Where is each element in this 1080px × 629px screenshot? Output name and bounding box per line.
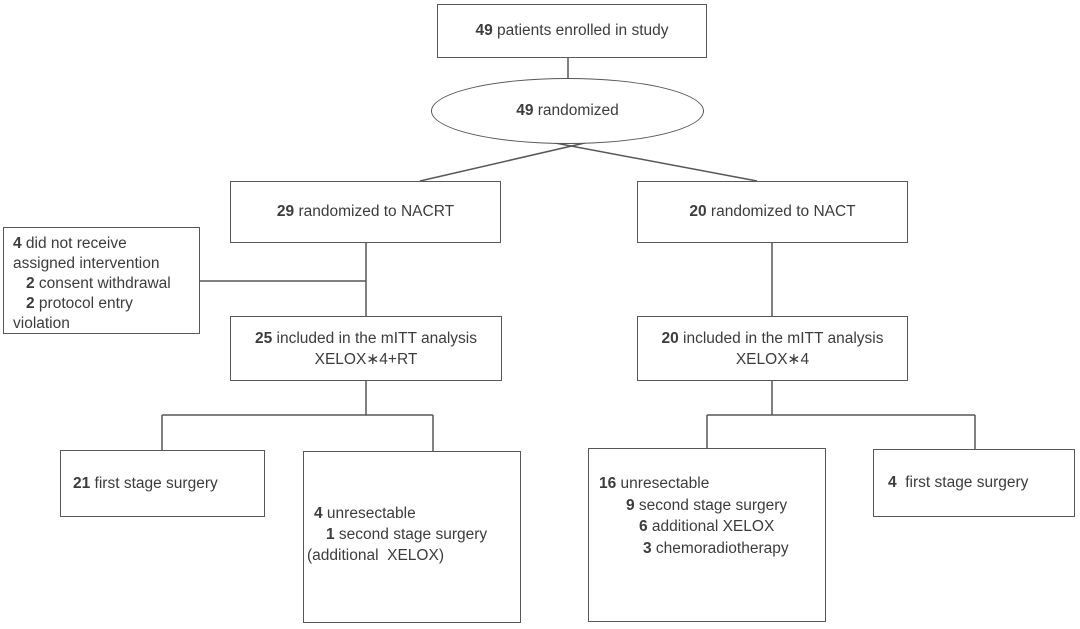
nact-box: 20 randomized to NACT [637, 181, 908, 243]
nacrt-box: 29 randomized to NACRT [230, 181, 501, 243]
unresectable-left-box: 4 unresectable 1 second stage surgery (a… [303, 451, 521, 623]
mitt-nact-regimen: XELOX∗4 [735, 350, 810, 368]
first-stage-surgery-right-label: 4 first stage surgery [888, 474, 1029, 491]
mitt-nacrt-box: 25 included in the mITT analysis XELOX∗4… [230, 316, 502, 381]
unresectable-right-line: 16 unresectable [599, 475, 710, 492]
exclusion-line: assigned intervention [13, 255, 160, 272]
first-stage-surgery-left-box: 21 first stage surgery [60, 450, 265, 517]
randomized-ellipse: 49 randomized [431, 78, 704, 144]
unresectable-right-line: 9 second stage surgery [626, 496, 788, 514]
exclusion-line: 2 protocol entry [26, 295, 133, 312]
nacrt-label: 29 randomized to NACRT [276, 203, 455, 220]
nact-label: 20 randomized to NACT [689, 203, 856, 220]
mitt-nact-label: 20 included in the mITT analysis [661, 329, 884, 347]
exclusion-box: 4 did not receive assigned intervention … [3, 227, 200, 334]
mitt-nact-box: 20 included in the mITT analysis XELOX∗4 [637, 316, 908, 381]
enrolled-box: 49 patients enrolled in study [437, 4, 707, 58]
mitt-nacrt-regimen: XELOX∗4+RT [314, 350, 418, 368]
first-stage-surgery-right-box: 4 first stage surgery [873, 449, 1075, 517]
exclusion-line: 2 consent withdrawal [26, 275, 171, 292]
mitt-nacrt-label: 25 included in the mITT analysis [254, 329, 477, 347]
exclusion-line: 4 did not receive [13, 235, 127, 252]
exclusion-line: violation [13, 315, 70, 332]
unresectable-right-line: 6 additional XELOX [639, 518, 775, 535]
unresectable-right-line: 3 chemoradiotherapy [643, 539, 789, 557]
unresectable-left-line: 4 unresectable [314, 505, 416, 522]
unresectable-left-line: 1 second stage surgery [326, 526, 488, 543]
randomized-label: 49 randomized [516, 102, 619, 119]
unresectable-right-box: 16 unresectable 9 second stage surgery 6… [588, 448, 826, 622]
unresectable-left-line: (additional XELOX) [307, 547, 444, 564]
first-stage-surgery-left-label: 21 first stage surgery [73, 474, 218, 492]
enrolled-label: 49 patients enrolled in study [475, 22, 669, 39]
